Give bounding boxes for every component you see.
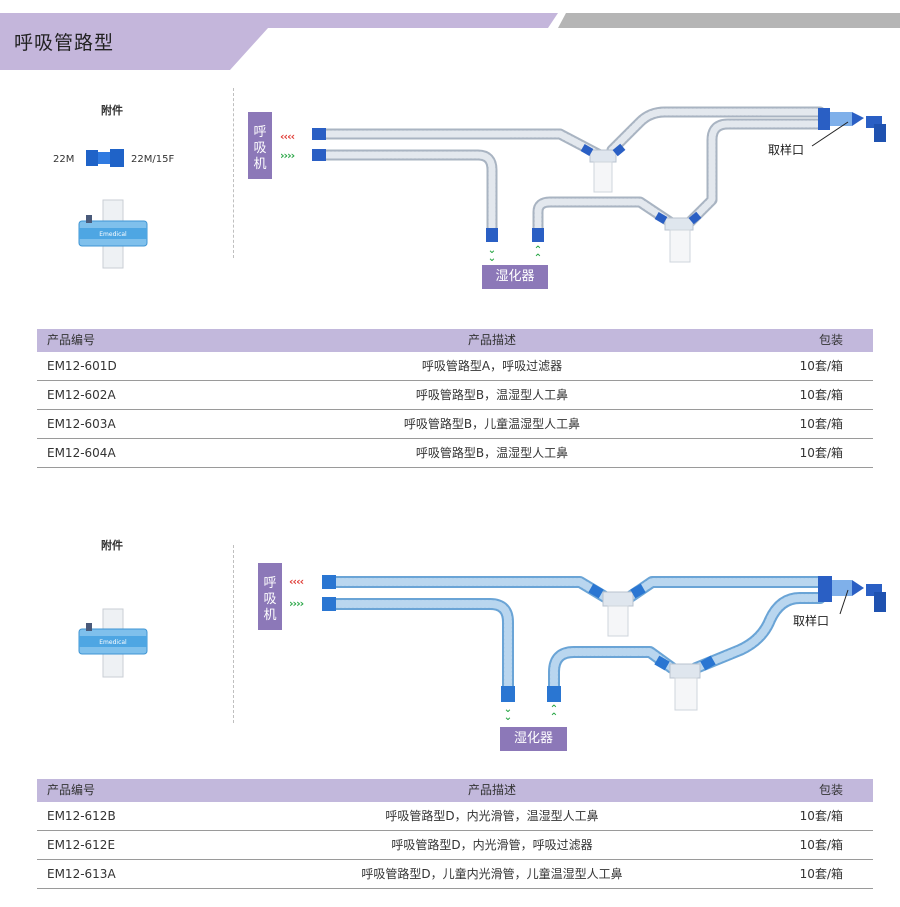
sample-port-label: 取样口 [768, 143, 805, 157]
table-row: EM12-613A 呼吸管路型D，儿童内光滑管，儿童温湿型人工鼻 10套/箱 [37, 860, 873, 889]
header-desc: 产品描述 [467, 333, 516, 347]
y-piece-icon [580, 143, 626, 193]
down-arrow-icon: ⌄⌄ [503, 704, 513, 723]
leader-line [839, 589, 849, 615]
banner-shape [0, 13, 900, 70]
header-desc: 产品描述 [467, 783, 516, 797]
circuit-diagram-1 [312, 106, 886, 263]
header-code: 产品编号 [47, 783, 96, 797]
y-piece-icon [588, 583, 646, 637]
connector-left-label: 22M [53, 154, 75, 165]
y-piece-icon [654, 211, 702, 263]
table-row: EM12-601D 呼吸管路型A，呼吸过滤器 10套/箱 [37, 352, 873, 381]
sample-port-connector-icon [818, 108, 886, 142]
humidifier-box: 湿化器 [500, 727, 567, 751]
filter-icon: Emedical [78, 608, 148, 678]
accessories-label: 附件 [101, 104, 123, 117]
table-row: EM12-604A 呼吸管路型B，温湿型人工鼻 10套/箱 [37, 439, 873, 468]
connector-right-label: 22M/15F [131, 154, 175, 165]
table-row: EM12-612E 呼吸管路型D，内光滑管，呼吸过滤器 10套/箱 [37, 831, 873, 860]
expiratory-arrows: ‹‹‹‹ [289, 575, 304, 588]
leader-line [811, 121, 849, 147]
product-table-2: 产品编号 产品描述 包装 EM12-612B 呼吸管路型D，内光滑管，温湿型人工… [37, 779, 873, 889]
svg-text:Emedical: Emedical [99, 639, 127, 646]
accessories-label: 附件 [101, 539, 123, 552]
accessories-illustration-1: Emedical [78, 149, 148, 269]
table-row: EM12-603A 呼吸管路型B，儿童温湿型人工鼻 10套/箱 [37, 410, 873, 439]
header-code: 产品编号 [47, 333, 96, 347]
ventilator-box: 呼 吸 机 [248, 112, 272, 179]
product-table-1: 产品编号 产品描述 包装 EM12-601D 呼吸管路型A，呼吸过滤器 10套/… [37, 329, 873, 468]
table-header: 产品编号 产品描述 包装 [37, 779, 873, 802]
inspiratory-arrows: ›››› [280, 149, 295, 162]
down-arrow-icon: ⌄⌄ [487, 245, 497, 264]
up-arrow-icon: ⌃⌃ [549, 704, 559, 723]
humidifier-box: 湿化器 [482, 265, 548, 289]
table-row: EM12-612B 呼吸管路型D，内光滑管，温湿型人工鼻 10套/箱 [37, 802, 873, 831]
y-piece-icon [654, 655, 716, 711]
filter-icon: Emedical [78, 199, 148, 269]
inspiratory-arrows: ›››› [289, 597, 304, 610]
header-banner: 呼吸管路型 [0, 0, 900, 72]
header-pack: 包装 [818, 333, 843, 347]
sample-port-connector-icon [818, 576, 886, 612]
svg-text:Emedical: Emedical [99, 231, 127, 238]
sample-port-label: 取样口 [793, 614, 830, 628]
table-header: 产品编号 产品描述 包装 [37, 329, 873, 352]
table-row: EM12-602A 呼吸管路型B，温湿型人工鼻 10套/箱 [37, 381, 873, 410]
connector-22m-icon [86, 149, 124, 167]
page-title: 呼吸管路型 [14, 32, 115, 54]
divider-dashed [233, 88, 234, 258]
ventilator-box: 呼 吸 机 [258, 563, 282, 630]
up-arrow-icon: ⌃⌃ [533, 245, 543, 264]
header-pack: 包装 [818, 783, 843, 797]
divider-dashed [233, 545, 234, 723]
expiratory-arrows: ‹‹‹‹ [280, 130, 295, 143]
